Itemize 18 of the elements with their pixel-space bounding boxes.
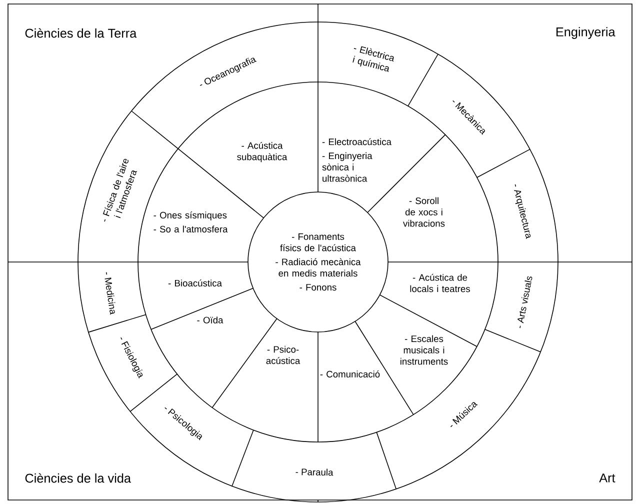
outer-ring-sector: - Medicina xyxy=(104,272,116,315)
ring-sector: - Psico-acústica xyxy=(266,346,300,364)
ring-sector: - Ones sísmiques - So a l'atmosfera xyxy=(154,212,228,232)
ring-sector: - Soroll de xocs i vibracions xyxy=(403,197,445,227)
ring-sector: - Acústica de locals i teatres xyxy=(410,274,470,292)
ring-sector: - Acústica subaquàtica xyxy=(237,142,288,162)
outer-ring-sector: - Elèctrica i química xyxy=(352,46,394,72)
quadrant-label: Enginyeria xyxy=(556,27,616,39)
ring-sector: - Bioacústica xyxy=(168,280,222,286)
ring-sector: - Comunicació xyxy=(320,370,380,378)
quadrant-label: Art xyxy=(599,474,616,482)
outer-ring-sector: - Paraula xyxy=(296,468,334,476)
quadrant-label: Ciències de la Terra xyxy=(25,28,137,38)
quadrant-label: Ciències de la vida xyxy=(25,473,131,483)
outer-ring-sector: - Arts visuals xyxy=(518,276,532,328)
ring-sector: - Oïda xyxy=(197,316,224,324)
ring-sector: - Escales musicals i instruments xyxy=(400,335,448,365)
ring-sector: - Electroacústica - Enginyeria sònica i ultrasònica xyxy=(322,138,392,182)
